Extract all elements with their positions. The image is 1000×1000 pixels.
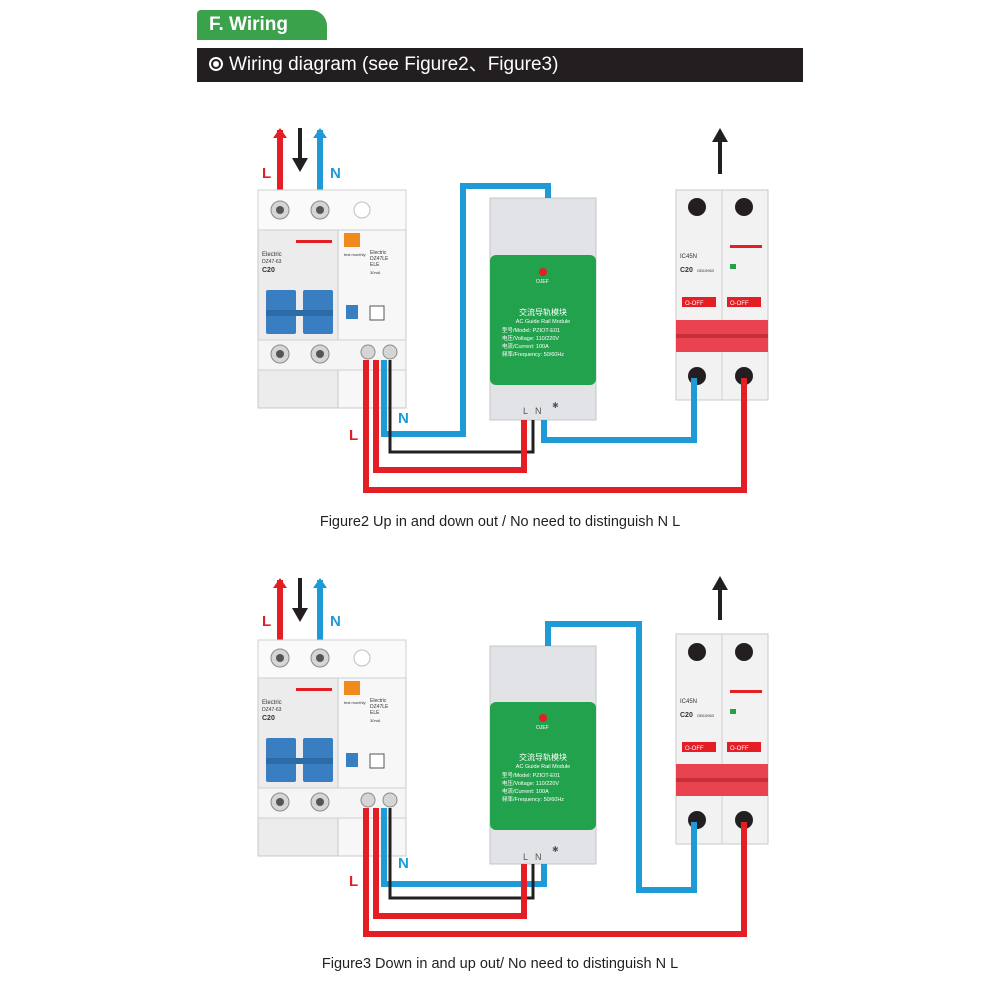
svg-text:DZ47LE: DZ47LE xyxy=(370,704,389,710)
output-n-label: N xyxy=(398,855,409,872)
neutral-wire-module-out xyxy=(541,378,697,443)
section-tab: F. Wiring xyxy=(197,10,327,40)
svg-text:Electric: Electric xyxy=(370,250,387,256)
output-l-label: L xyxy=(349,873,358,890)
live-arrow-icon xyxy=(273,578,287,588)
svg-text:交流导轨模块: 交流导轨模块 xyxy=(519,752,567,762)
svg-text:电压/Voltage: 110/220V: 电压/Voltage: 110/220V xyxy=(502,334,559,342)
svg-text:DZ47LE: DZ47LE xyxy=(370,256,389,262)
output-arrow-icon xyxy=(712,128,728,142)
subtitle-text: Wiring diagram (see Figure2、Figure3) xyxy=(229,54,559,75)
earth-arrow-icon xyxy=(292,158,308,172)
bullet-icon xyxy=(209,57,223,71)
svg-text:OJEF: OJEF xyxy=(536,725,549,731)
input-n-label: N xyxy=(330,613,341,630)
svg-text:型号/Model: PZIOT-E01: 型号/Model: PZIOT-E01 xyxy=(502,326,560,334)
svg-text:IC45N: IC45N xyxy=(680,254,697,260)
input-n-label: N xyxy=(330,165,341,182)
svg-text:Electric: Electric xyxy=(262,252,282,258)
svg-text:O-OFF: O-OFF xyxy=(730,746,749,752)
svg-text:频率/Frequency: 50/60Hz: 频率/Frequency: 50/60Hz xyxy=(502,795,564,803)
svg-text:N: N xyxy=(535,406,542,416)
svg-text:C20: C20 xyxy=(680,712,693,719)
svg-text:L: L xyxy=(523,852,528,862)
svg-text:C20: C20 xyxy=(262,715,275,722)
output-arrow-icon xyxy=(712,576,728,590)
neutral-wire-to-module xyxy=(381,183,551,437)
earth-wire xyxy=(388,360,535,454)
ac-rail-module: OJEF 交流导轨模块 AC Guide Rail Module 型号/Mode… xyxy=(489,645,597,865)
input-l-label: L xyxy=(262,165,271,182)
figure-2: L N Electric DZ47-63 C20 Electric DZ47LE… xyxy=(257,128,769,493)
svg-text:GB10963: GB10963 xyxy=(697,713,715,718)
svg-text:DZ47-63: DZ47-63 xyxy=(262,707,282,713)
mcb-breaker: IC45N C20 GB10963 O-OFF O-OFF xyxy=(675,189,769,401)
live-wire-to-mcb xyxy=(363,360,747,493)
earth-wire xyxy=(388,808,535,900)
svg-text:N: N xyxy=(535,852,542,862)
ac-rail-module: OJEF 交流导轨模块 AC Guide Rail Module 型号/Mode… xyxy=(489,197,597,421)
svg-text:✱: ✱ xyxy=(552,401,559,410)
live-wire-to-mcb xyxy=(363,808,747,937)
figure-3-caption: Figure3 Down in and up out/ No need to d… xyxy=(321,956,679,972)
figure-2-caption: Figure2 Up in and down out / No need to … xyxy=(319,514,681,530)
svg-text:✱: ✱ xyxy=(552,845,559,854)
svg-text:DZ47-63: DZ47-63 xyxy=(262,259,282,265)
svg-text:30mA: 30mA xyxy=(370,718,381,723)
svg-text:ELE: ELE xyxy=(370,262,380,268)
svg-text:型号/Model: PZIOT-E01: 型号/Model: PZIOT-E01 xyxy=(502,771,560,779)
svg-text:频率/Frequency: 50/60Hz: 频率/Frequency: 50/60Hz xyxy=(502,350,564,358)
earth-arrow-icon xyxy=(292,608,308,622)
mcb-breaker: IC45N C20 GB10963 O-OFF O-OFF xyxy=(675,633,769,845)
svg-text:电压/Voltage: 110/220V: 电压/Voltage: 110/220V xyxy=(502,779,559,787)
neutral-wire-to-module xyxy=(545,621,697,893)
neutral-arrow-icon xyxy=(313,578,327,588)
svg-text:AC Guide Rail Module: AC Guide Rail Module xyxy=(516,764,570,770)
svg-text:OJEF: OJEF xyxy=(536,279,549,285)
svg-text:GB10963: GB10963 xyxy=(697,268,715,273)
svg-text:O-OFF: O-OFF xyxy=(730,301,749,307)
svg-text:test monthly: test monthly xyxy=(344,700,366,705)
rcbo-breaker: Electric DZ47-63 C20 Electric DZ47LE ELE… xyxy=(257,189,407,409)
svg-text:L: L xyxy=(523,406,528,416)
svg-text:ELE: ELE xyxy=(370,710,380,716)
svg-text:O-OFF: O-OFF xyxy=(685,301,704,307)
svg-text:交流导轨模块: 交流导轨模块 xyxy=(519,307,567,317)
live-arrow-icon xyxy=(273,128,287,138)
output-l-label: L xyxy=(349,427,358,444)
svg-text:电流/Current: 100A: 电流/Current: 100A xyxy=(502,342,549,350)
svg-text:Electric: Electric xyxy=(262,700,282,706)
svg-text:Electric: Electric xyxy=(370,698,387,704)
figure-3: L N Electric DZ47-63 C20 Electric DZ47LE… xyxy=(257,576,769,937)
svg-text:C20: C20 xyxy=(680,267,693,274)
svg-text:O-OFF: O-OFF xyxy=(685,746,704,752)
subtitle-bar: Wiring diagram (see Figure2、Figure3) xyxy=(197,48,803,82)
svg-text:电流/Current: 100A: 电流/Current: 100A xyxy=(502,787,549,795)
output-n-label: N xyxy=(398,410,409,427)
svg-text:IC45N: IC45N xyxy=(680,699,697,705)
svg-text:AC Guide Rail Module: AC Guide Rail Module xyxy=(516,319,570,325)
neutral-wire-module-in xyxy=(381,808,547,887)
svg-text:C20: C20 xyxy=(262,267,275,274)
rcbo-breaker: Electric DZ47-63 C20 Electric DZ47LE ELE… xyxy=(257,639,407,857)
live-wire-to-module xyxy=(373,808,527,919)
svg-text:30mA: 30mA xyxy=(370,270,381,275)
input-l-label: L xyxy=(262,613,271,630)
live-wire-to-module xyxy=(373,360,527,473)
svg-text:test monthly: test monthly xyxy=(344,252,366,257)
neutral-arrow-icon xyxy=(313,128,327,138)
